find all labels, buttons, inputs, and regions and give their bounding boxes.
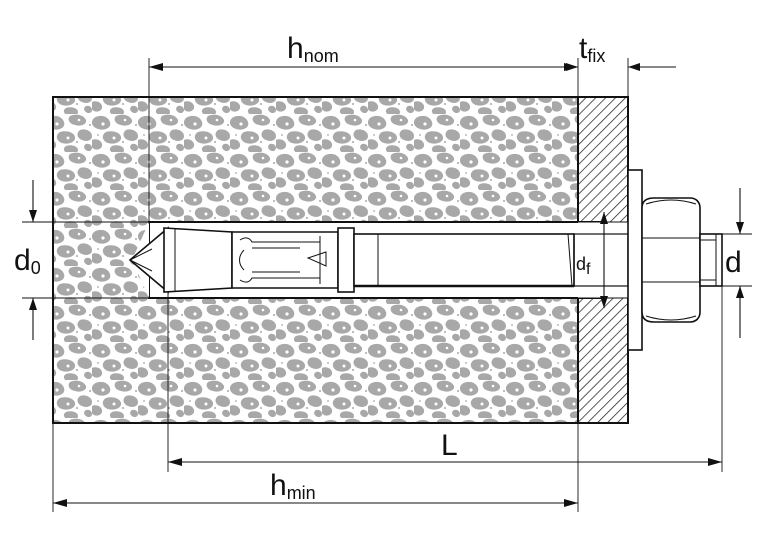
- anchor-bolt: [128, 169, 723, 351]
- t-fix-label: tfix: [579, 32, 605, 66]
- d0-dimension: [22, 180, 149, 340]
- df-label: df: [576, 254, 591, 278]
- h-min-dimension: [52, 423, 579, 512]
- t-fix-dimension: [556, 58, 676, 97]
- l-label: L: [441, 429, 458, 462]
- h-nom-dimension: [148, 58, 579, 222]
- d0-label: d0: [14, 244, 41, 278]
- l-dimension: [167, 286, 723, 472]
- df-dimension: [600, 212, 608, 308]
- d-label: d: [725, 246, 742, 279]
- d-dimension: [722, 188, 752, 338]
- h-nom-label: hnom: [287, 32, 339, 66]
- h-min-label: hmin: [270, 469, 316, 503]
